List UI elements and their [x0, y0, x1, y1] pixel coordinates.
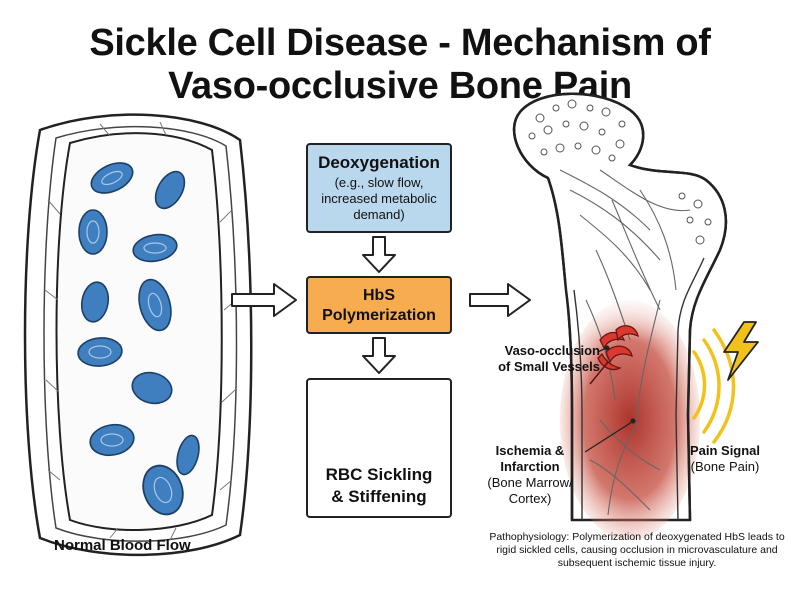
pain-signal-label: Pain Signal (Bone Pain)	[680, 443, 770, 475]
polymerization-line-1: HbS	[363, 287, 395, 304]
deoxygenation-heading: Deoxygenation	[318, 153, 440, 172]
ischemia-line-1: Ischemia &	[495, 443, 565, 458]
ischemia-line-2: Infarction	[500, 459, 560, 474]
sickling-box: RBC Sickling & Stiffening	[306, 378, 452, 518]
pain-wave-icon	[692, 328, 736, 444]
right-arrow-icon	[469, 283, 531, 317]
femur-bone	[512, 92, 728, 540]
pain-signal-line-2: (Bone Pain)	[690, 459, 760, 474]
sickling-heading: RBC Sickling & Stiffening	[308, 464, 450, 508]
lightning-bolt-icon	[723, 321, 759, 381]
vaso-occlusion-line-1: Vaso-occlusion	[504, 343, 600, 358]
title-line-1: Sickle Cell Disease - Mechanism of	[89, 22, 711, 64]
normal-blood-flow-caption: Normal Blood Flow	[54, 537, 191, 554]
ischemia-line-4: Cortex)	[508, 491, 552, 506]
vaso-occlusion-line-2: of Small Vessels	[498, 359, 600, 374]
red-blood-cells	[77, 162, 200, 476]
pain-signal-line-1: Pain Signal	[689, 443, 761, 458]
page-title: Sickle Cell Disease - Mechanism of Vaso-…	[0, 22, 800, 108]
vaso-occlusion-label: Vaso-occlusion of Small Vessels	[470, 343, 600, 375]
deoxygenation-detail: (e.g., slow flow, increased metabolic de…	[321, 175, 437, 222]
polymerization-box: HbS Polymerization	[306, 276, 452, 334]
vaso-occlusion-cluster	[597, 325, 639, 371]
right-arrow-icon	[231, 283, 297, 317]
sickling-line-1: RBC Sickling	[325, 465, 433, 484]
ischemia-line-3: (Bone Marrow/	[487, 475, 573, 490]
blood-vessel	[23, 113, 253, 557]
pathophysiology-footnote: Pathophysiology: Polymerization of deoxy…	[489, 531, 785, 569]
ischemia-label: Ischemia & Infarction (Bone Marrow/ Cort…	[475, 443, 585, 507]
polymerization-line-2: Polymerization	[322, 307, 436, 324]
down-arrow-icon	[362, 236, 396, 273]
ischemia-leader-line	[584, 421, 633, 453]
deoxygenation-box: Deoxygenation (e.g., slow flow, increase…	[306, 143, 452, 233]
down-arrow-icon	[362, 337, 396, 374]
sickling-line-2: & Stiffening	[331, 487, 427, 506]
